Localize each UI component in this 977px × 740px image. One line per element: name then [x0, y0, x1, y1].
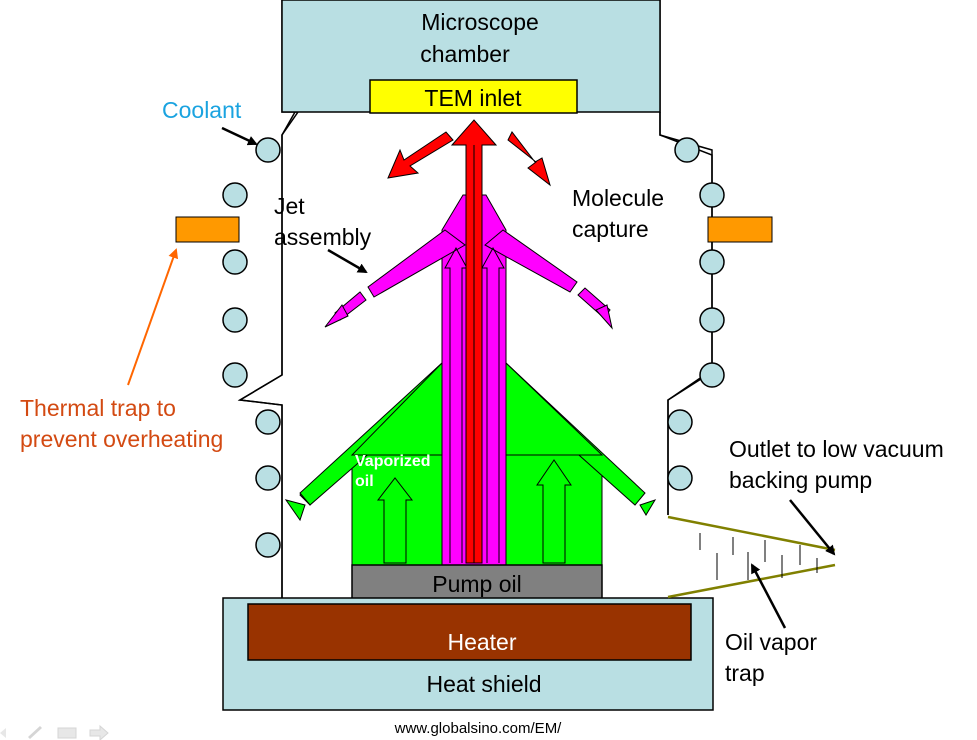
next-arrow-icon[interactable] [89, 724, 109, 740]
vaporized-oil-label-1: Vaporized [355, 453, 431, 470]
oil-vapor-trap-pointer-arrow [750, 563, 787, 629]
coolant-coil [222, 307, 248, 333]
vapor-region [284, 361, 657, 566]
red-right-arrow [507, 131, 551, 187]
trap-top-line [667, 515, 836, 552]
pump-left-wall [237, 111, 296, 598]
coolant-coil [255, 465, 281, 491]
menu-icon[interactable] [57, 727, 77, 739]
coolant-coil [667, 409, 693, 435]
heater [247, 603, 692, 661]
oil-vapor-trap-label-2: trap [725, 660, 765, 686]
heater-label: Heater [447, 629, 516, 655]
vapor-up-arrows [376, 459, 572, 564]
coolant-coil [699, 362, 725, 388]
coolant-coil [222, 362, 248, 388]
thermal-trap-left [175, 216, 240, 243]
trap-bottom-line [667, 563, 836, 599]
jet-right-arrowhead [595, 304, 613, 330]
tem-inlet-label: TEM inlet [424, 85, 522, 111]
vapor-left-wing-fill [350, 361, 443, 456]
pump-oil-label: Pump oil [432, 571, 521, 597]
vapor-left-tip [284, 499, 306, 522]
jet-assembly-label-2: assembly [274, 224, 372, 250]
jet-inner-arrow [444, 246, 468, 563]
jet-assembly-pointer-arrow [327, 248, 368, 274]
outlet-label-1: Outlet to low vacuum [729, 436, 944, 462]
coolant-coil [667, 465, 693, 491]
vapor-right-tip [639, 499, 657, 516]
prev-arrow-icon[interactable] [0, 728, 6, 738]
vaporized-oil-label-2: oil [355, 473, 374, 490]
coolant-pointer-arrow [221, 126, 258, 146]
microscope-chamber-label-1: Microscope [421, 9, 539, 35]
coolant-coil [699, 307, 725, 333]
coolant-coil [699, 182, 725, 208]
coolant-label: Coolant [162, 97, 242, 123]
slide-nav-controls[interactable] [0, 724, 109, 740]
pen-icon[interactable] [28, 726, 42, 739]
coolant-coil [255, 409, 281, 435]
jet-assembly-label-1: Jet [274, 193, 305, 219]
thermal-trap-pointer-arrow [127, 248, 179, 386]
coolant-coil [255, 532, 281, 558]
molecule-capture-label-1: Molecule [572, 185, 664, 211]
oil-vapor-trap [667, 515, 836, 599]
trap-baffles [699, 533, 818, 580]
coolant-coil [222, 182, 248, 208]
microscope-chamber-label-2: chamber [420, 41, 510, 67]
coolant-coil [222, 249, 248, 275]
coolant-coil [255, 137, 281, 163]
oil-vapor-trap-label-1: Oil vapor [725, 629, 817, 655]
molecule-capture-label-2: capture [572, 216, 649, 242]
vapor-up-arrow [536, 459, 572, 564]
jet-right-arm [484, 229, 578, 293]
source-url: www.globalsino.com/EM/ [394, 720, 563, 737]
jet-inner-arrows [444, 246, 505, 563]
jet-left-arrowhead [324, 304, 349, 328]
coolant-coils [222, 137, 725, 558]
outlet-label-2: backing pump [729, 467, 872, 493]
vapor-right-wing-fill [505, 361, 604, 456]
outlet-pointer-arrow [789, 499, 836, 556]
thermal-trap-label-2: prevent overheating [20, 426, 223, 452]
vapor-up-arrow [376, 477, 414, 564]
jet-inner-arrow [481, 246, 505, 563]
tem-inlet [369, 79, 578, 114]
coolant-coil [699, 249, 725, 275]
thermal-trap-right [707, 216, 773, 243]
coolant-coil [674, 137, 700, 163]
thermal-trap-label-1: Thermal trap to [20, 395, 176, 421]
heat-shield-label: Heat shield [426, 671, 541, 697]
jet-left-arm [367, 229, 466, 298]
red-left-arrow [387, 131, 454, 179]
